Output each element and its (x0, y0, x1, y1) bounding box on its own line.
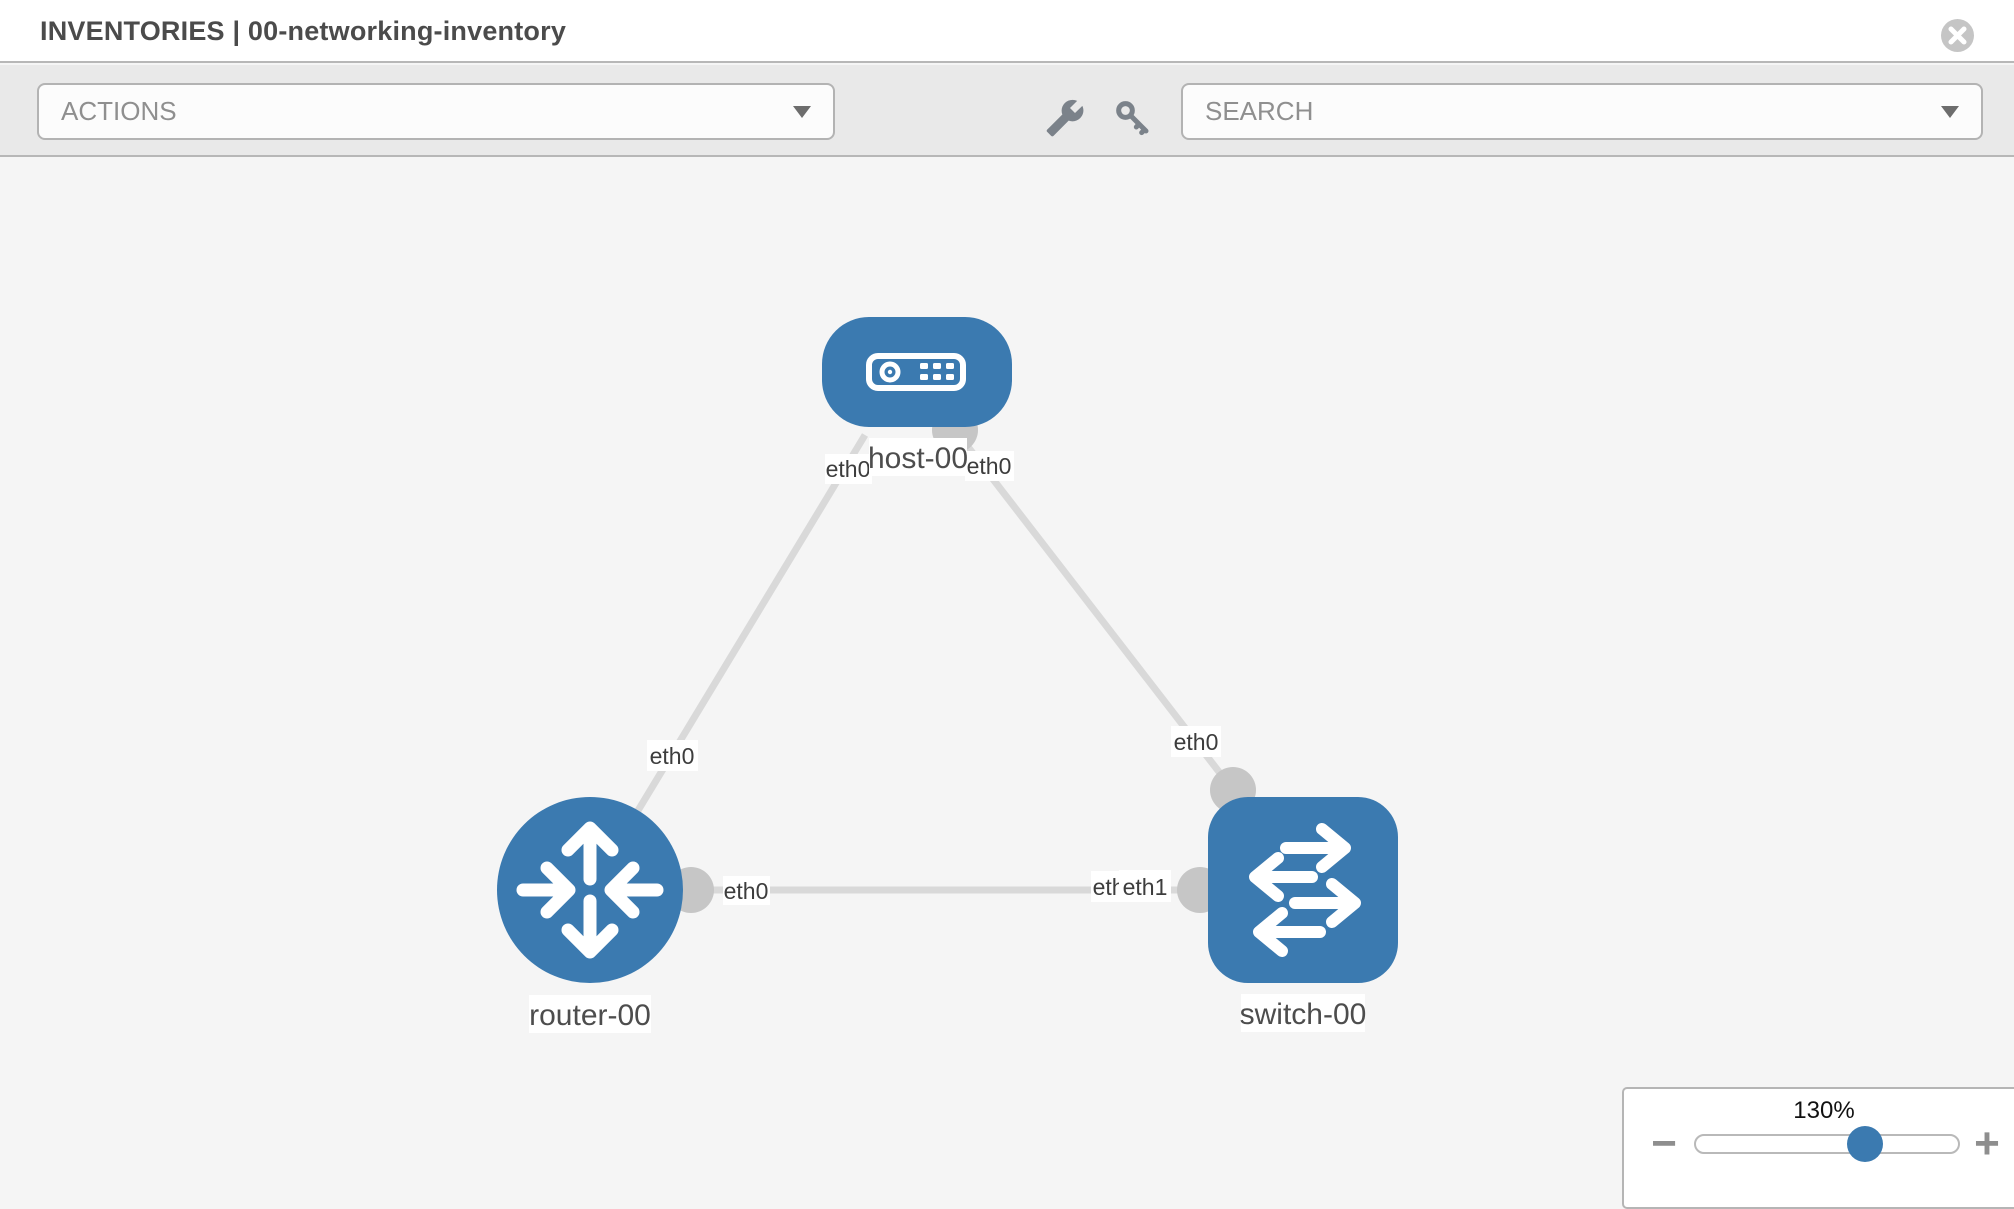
zoom-level-value: 130% (1793, 1097, 1855, 1124)
if-label-host-left: eth0 (825, 454, 872, 484)
close-button[interactable] (1941, 19, 1974, 52)
actions-dropdown[interactable]: ACTIONS (37, 83, 835, 140)
search-input[interactable] (1205, 96, 1941, 127)
actions-dropdown-label: ACTIONS (61, 96, 177, 126)
if-label-router-to-host: eth0 (647, 740, 698, 771)
node-switch-00[interactable] (1208, 797, 1398, 983)
switch-icon (1249, 823, 1361, 957)
zoom-slider-thumb[interactable] (1847, 1126, 1883, 1162)
zoom-in-button[interactable]: + (1965, 1119, 2009, 1169)
host-icon (866, 353, 966, 391)
wrench-icon (1046, 99, 1084, 136)
if-label-router-to-switch: eth0 (723, 876, 770, 905)
svg-text:eth0: eth0 (967, 453, 1012, 479)
if-label-host-right: eth0 (965, 451, 1014, 481)
svg-text:eth0: eth0 (650, 743, 695, 769)
topology-canvas[interactable]: eth0 eth0 eth0 eth0 eth0 eth0 eth1 (0, 157, 2014, 1200)
header-bar: INVENTORIES | 00-networking-inventory (0, 0, 2014, 63)
key-icon (1116, 100, 1149, 135)
node-label-host: host-00 (868, 438, 968, 476)
svg-text:eth1: eth1 (1123, 874, 1168, 900)
close-icon (1948, 26, 1967, 45)
svg-text:host-00: host-00 (868, 442, 968, 475)
zoom-slider-track[interactable] (1694, 1134, 1960, 1154)
svg-text:eth0: eth0 (826, 456, 871, 482)
toolbar: ACTIONS (0, 65, 2014, 157)
node-label-switch: switch-00 (1240, 994, 1367, 1032)
plus-icon: + (1974, 1119, 2000, 1168)
chevron-down-icon (793, 105, 811, 118)
zoom-panel: 130% − + (1622, 1087, 2014, 1209)
page-title: INVENTORIES | 00-networking-inventory (40, 16, 567, 46)
node-label-router: router-00 (529, 995, 651, 1033)
router-icon (516, 821, 664, 959)
search-dropdown[interactable] (1181, 83, 1983, 140)
node-router-00[interactable] (497, 797, 683, 983)
svg-text:eth0: eth0 (1174, 729, 1219, 755)
svg-text:router-00: router-00 (529, 999, 651, 1032)
zoom-out-button[interactable]: − (1642, 1119, 1686, 1169)
minus-icon: − (1651, 1119, 1677, 1168)
credentials-button[interactable] (1111, 97, 1155, 141)
node-host-00[interactable] (822, 317, 1012, 427)
svg-text:switch-00: switch-00 (1240, 998, 1367, 1031)
chevron-down-icon (1941, 105, 1959, 118)
if-label-switch-to-router-front: eth1 (1119, 870, 1171, 902)
topology-svg: eth0 eth0 eth0 eth0 eth0 eth0 eth1 (497, 317, 1398, 1033)
configure-button[interactable] (1043, 97, 1087, 141)
if-label-switch-to-host: eth0 (1171, 726, 1221, 757)
svg-text:eth0: eth0 (724, 878, 769, 904)
